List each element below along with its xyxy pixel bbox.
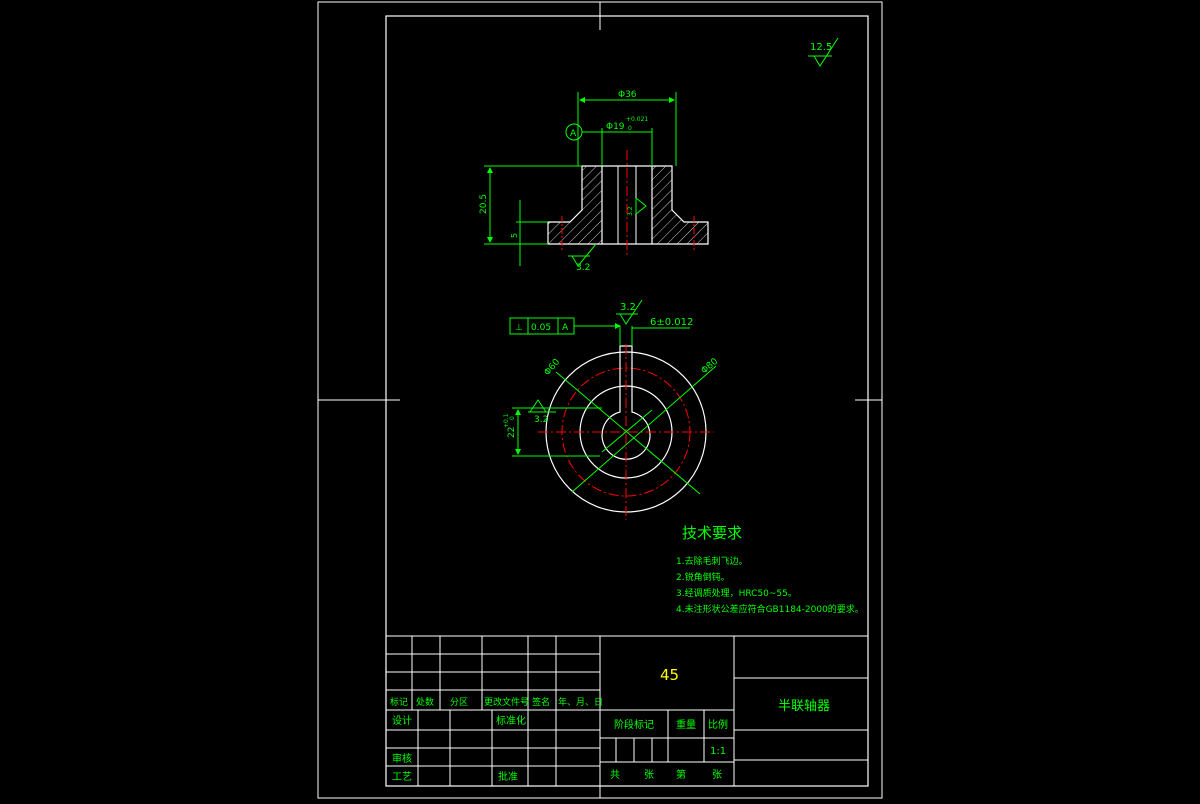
label-design: 设计: [392, 714, 412, 727]
title-block-text: 45 半联轴器 标记 处数 分区 更改文件号 签名 年、月、日 设计 标准化 审…: [390, 666, 830, 783]
roughness-left-value: 3.2: [534, 415, 548, 425]
section-hatch-right: [651, 165, 709, 245]
tech-req-item-2: 2.锐角倒钝。: [676, 571, 730, 583]
dim-flange-thickness: 5: [510, 233, 519, 238]
row-label-change-doc: 更改文件号: [484, 696, 529, 708]
label-stage-mark: 阶段标记: [614, 718, 654, 731]
section-hatch-left: [547, 165, 603, 245]
label-page: 第: [676, 768, 686, 781]
dim-depth-tol: +0.1: [503, 413, 510, 428]
dim-bore-tol-lower: 0: [628, 125, 632, 132]
tech-req-item-4: 4.未注形状公差应符合GB1184-2000的要求。: [676, 603, 864, 615]
tolerance-value: 0.05: [531, 323, 551, 333]
roughness-keyway-value: 3.2: [620, 302, 636, 313]
row-label-mark: 标记: [390, 696, 408, 708]
label-approval: 批准: [498, 770, 518, 783]
tolerance-datum: A: [562, 323, 569, 333]
technical-requirements: 技术要求 1.去除毛刺飞边。 2.锐角倒钝。 3.经调质处理，HRC50~55。…: [676, 524, 864, 615]
section-view: Φ36 Φ19 +0.021 0 A 20.5 5 3.2 3.2: [479, 90, 709, 273]
row-label-count: 处数: [416, 696, 434, 708]
tolerance-symbol: ⊥: [515, 323, 523, 333]
label-scale: 比例: [708, 718, 728, 731]
dim-keyway-width: 6±0.012: [650, 317, 693, 328]
dim-bore-diameter: Φ19: [606, 122, 625, 132]
geometric-tolerance-frame: ⊥ 0.05 A: [509, 317, 621, 335]
datum-a-label: A: [570, 129, 577, 139]
bore-keyway: [601, 345, 651, 460]
dim-depth: 22: [507, 427, 517, 438]
dim-phi80: Φ80: [700, 357, 721, 377]
material-value: 45: [660, 666, 679, 684]
label-total: 共: [610, 769, 620, 781]
dim-bore-tol-upper: +0.021: [626, 116, 648, 123]
dim-height: 20.5: [479, 194, 489, 214]
plan-view: Φ60 Φ80 6±0.012 3.2 ⊥ 0.05 A 22 +0.1: [503, 299, 721, 520]
label-sheet-2: 张: [712, 769, 722, 781]
label-sheets: 张: [644, 769, 654, 781]
tech-req-item-3: 3.经调质处理，HRC50~55。: [676, 587, 797, 599]
roughness-symbol-bottom: 3.2: [568, 243, 597, 273]
title-block: [385, 635, 869, 787]
datum-a-bubble: [565, 123, 583, 141]
row-label-zone: 分区: [450, 697, 468, 708]
roughness-symbol-inner: 3.2: [627, 197, 647, 216]
dim-depth-tol-lower: 0: [509, 416, 516, 420]
roughness-symbol-keyway: 3.2: [616, 299, 643, 325]
label-process: 工艺: [392, 771, 412, 783]
row-label-sign: 签名: [532, 696, 550, 708]
dim-outer-diameter: Φ36: [618, 90, 637, 100]
row-label-date: 年、月、日: [558, 696, 603, 708]
roughness-inner-value: 3.2: [627, 206, 634, 216]
label-review: 审核: [392, 752, 412, 765]
label-standardization: 标准化: [496, 714, 526, 727]
tech-req-item-1: 1.去除毛刺飞边。: [676, 555, 748, 567]
part-name: 半联轴器: [778, 699, 830, 714]
scale-value: 1:1: [710, 746, 726, 757]
tech-req-title: 技术要求: [682, 524, 742, 542]
roughness-bottom-value: 3.2: [576, 263, 590, 273]
roughness-symbol-global: 12.5: [808, 37, 839, 67]
label-weight: 重量: [676, 718, 696, 731]
roughness-symbol-left: 3.2: [528, 399, 556, 425]
roughness-global-value: 12.5: [810, 42, 832, 53]
